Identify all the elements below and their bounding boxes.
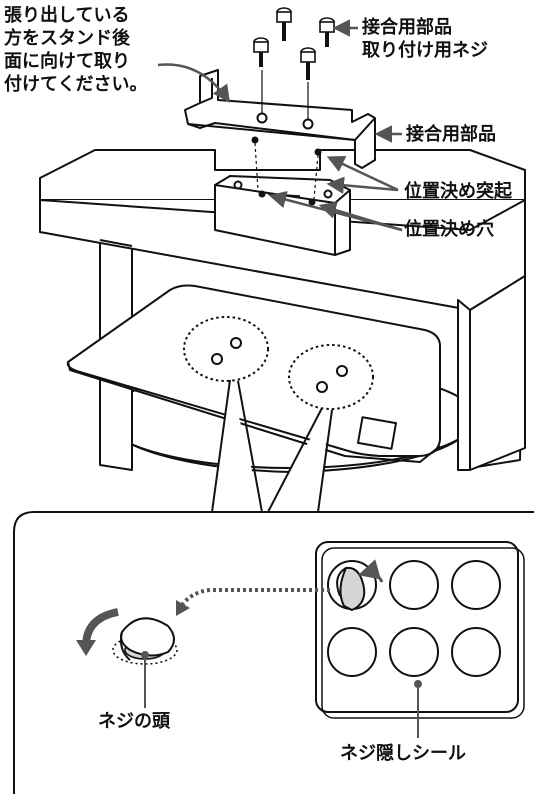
bracket-hole-right xyxy=(302,118,314,130)
seal-3 xyxy=(451,560,501,610)
screw-guide-lines xyxy=(254,70,319,200)
screw-4 xyxy=(319,17,335,47)
screw-3 xyxy=(300,47,316,80)
instruction-line-2: 方をスタンド後 xyxy=(4,28,130,49)
bottom-leaders xyxy=(141,651,422,738)
tv-stand xyxy=(39,149,526,473)
instruction-line-3: 面に向けて取り xyxy=(4,51,130,72)
joint-part xyxy=(184,69,376,169)
joint-screws-line-1: 接合用部品 xyxy=(362,17,452,38)
instruction-line-4: 付けてください。 xyxy=(4,74,148,95)
seal-6 xyxy=(451,627,501,677)
screw-area-2 xyxy=(288,344,374,410)
seal-4 xyxy=(327,627,377,677)
screws xyxy=(253,7,335,80)
seal-on-screw xyxy=(120,617,175,657)
peel-arrow xyxy=(357,559,384,583)
shelf-plate xyxy=(66,284,441,463)
positioning-hole-label: 位置決め穴 xyxy=(404,219,494,240)
joint-screws-label: 接合用部品 取り付け用ネジ xyxy=(362,16,488,62)
screw-1 xyxy=(253,37,269,67)
detail-frame xyxy=(13,511,534,794)
shelf-logo-square xyxy=(357,416,397,450)
joint-part-label: 接合用部品 xyxy=(406,124,496,145)
transfer-arrow xyxy=(176,588,330,616)
positioning-pin-label: 位置決め突起 xyxy=(404,181,512,202)
screw-2 xyxy=(276,7,292,41)
block-hole-left xyxy=(233,180,243,190)
positioning-hole-1 xyxy=(258,190,266,198)
seal-sheet xyxy=(315,541,525,719)
instruction-label: 張り出している 方をスタンド後 面に向けて取り 付けてください。 xyxy=(4,4,147,96)
seal-5 xyxy=(389,627,439,677)
instruction-line-1: 張り出している xyxy=(4,5,130,26)
screw-head-label: ネジの頭 xyxy=(98,711,170,732)
positioning-hole-2 xyxy=(308,198,316,206)
leader-arrows xyxy=(157,19,403,232)
bracket-hole-left xyxy=(256,112,268,124)
screw-cover-seal-label: ネジ隠しシール xyxy=(340,743,466,764)
positioning-pin-left xyxy=(251,136,259,144)
block-hole-right xyxy=(323,189,333,199)
joint-screws-line-2: 取り付け用ネジ xyxy=(362,40,488,61)
seal-2 xyxy=(389,560,439,610)
positioning-pin-right xyxy=(314,148,322,156)
zoom-callout-lines xyxy=(211,379,333,513)
screw-area-1 xyxy=(183,316,269,382)
